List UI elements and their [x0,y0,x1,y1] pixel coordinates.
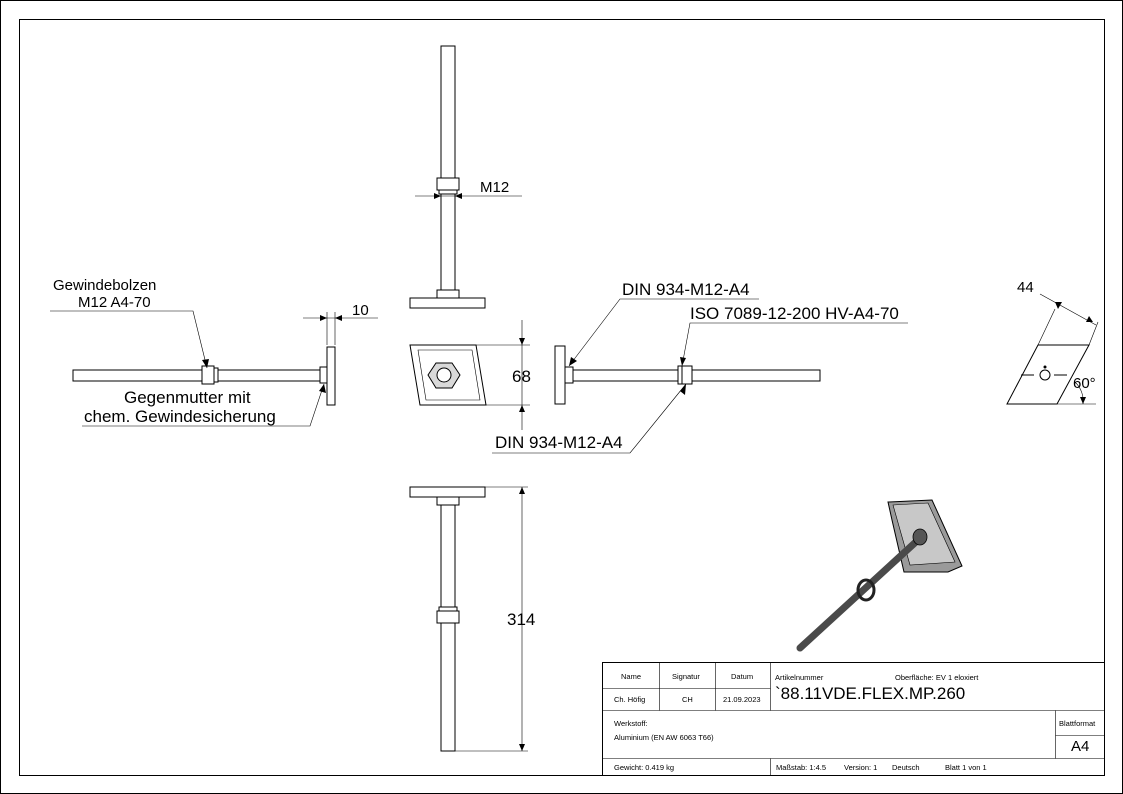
length-arrow-bottom [519,744,525,751]
right-view-plate [554,345,566,405]
left-view-nut [319,366,328,384]
left-view: 10 Gewindebolzen M12 A4-70 Gegenmutter m… [50,277,378,427]
iso-counter-nut [856,578,876,602]
right-view-washer [677,365,683,385]
tb-format: A4 [1071,738,1089,755]
m12-arrow-right [455,193,462,199]
angle-arrow [1080,397,1086,404]
fortyfour-ext-left [1037,308,1056,346]
tb-sign: CH [682,695,693,704]
top-view-plate [409,297,486,309]
tb-name: Ch. Höfig [614,695,645,704]
bottom-view-washer [438,606,458,612]
top-view-lower-nut [436,289,460,299]
fortyfour-arrow-right [1086,316,1093,322]
tb-head-date: Datum [731,672,753,681]
tb-material: Aluminium (EN AW 6063 T66) [614,733,714,742]
isometric-view [796,499,963,652]
sixtyeight-arrow-bottom [519,405,525,412]
iso-nut [912,528,928,546]
ten-arrow-left [320,315,327,321]
bottom-view-plate [409,486,486,498]
tb-scale: Maßstab: 1:4.5 [776,763,826,772]
title-block: Name Signatur Datum Ch. Höfig CH 21.09.2… [602,662,1105,776]
ten-arrow-right [335,315,342,321]
tb-artnr: `88.11VDE.FLEX.MP.260 [775,684,965,703]
counter-nut-label-line1: Gegenmutter mit [124,388,251,407]
detail-view: 44 60° [1006,279,1099,405]
right-view-bolt [572,369,821,382]
m12-arrow-left [434,193,441,199]
detail-hole [1039,369,1051,381]
fortyfour-ext-right [1088,321,1099,346]
tb-head-sign: Signatur [672,672,700,681]
tb-version: Version: 1 [844,763,877,772]
tb-weight: Gewicht: 0.419 kg [614,763,674,772]
iso-label: ISO 7089-12-200 HV-A4-70 [690,304,899,323]
top-view-washer [438,189,458,195]
ten-label: 10 [352,302,369,319]
left-view-bolt [72,369,324,382]
tb-material-label: Werkstoff: [614,719,647,728]
right-view-counter-nut [681,365,693,385]
tb-surface: Oberfläche: EV 1 eloxiert [895,673,979,682]
counter-nut-leader-arrow [319,384,326,393]
bottom-view-bolt [440,504,456,752]
tb-format-label: Blattformat [1059,719,1096,728]
tb-head-name: Name [621,672,641,681]
fortyfour-arrow-left [1055,302,1062,309]
detail-center-dot [1043,365,1047,369]
title-block-frame [602,662,1105,776]
center-view-bolt-hole [436,367,452,383]
nut-bottom-leader [492,383,687,454]
center-view: 68 [409,320,531,430]
nut-bottom-label: DIN 934-M12-A4 [495,433,623,452]
left-view-counter-nut [201,365,215,385]
inner-border [19,19,1105,776]
m12-label: M12 [480,179,509,196]
length-label: 314 [507,610,535,629]
tb-artnr-label: Artikelnummer [775,673,824,682]
bottom-view: 314 [409,486,535,752]
length-arrow-top [519,487,525,494]
bottom-view-nut [436,496,460,506]
tb-date: 21.09.2023 [723,695,761,704]
bolt-label-line2: M12 A4-70 [78,294,151,311]
right-view-nut [564,366,574,384]
left-view-washer [213,367,219,383]
nut-top-leader [568,298,759,367]
fortyfour-dimension-line [1039,293,1097,326]
counter-nut-leader [82,383,325,427]
top-view-bolt [440,45,456,297]
bottom-view-counter-nut [436,610,460,624]
angle-label: 60° [1073,375,1096,392]
tb-sheet: Blatt 1 von 1 [945,763,987,772]
counter-nut-label-line2: chem. Gewindesicherung [84,407,276,426]
bolt-leader [50,310,208,369]
bolt-leader-arrow [202,359,209,368]
center-view-plate-inner [417,349,481,401]
nut-top-leader-arrow [569,357,577,366]
bolt-label-line1: Gewindebolzen [53,277,156,294]
nut-bottom-leader-arrow [680,384,686,395]
sixtyeight-label: 68 [512,367,531,386]
sixtyeight-arrow-top [519,338,525,345]
fortyfour-label: 44 [1017,279,1034,296]
top-view: M12 [409,45,522,309]
tb-language: Deutsch [892,763,920,772]
nut-top-label: DIN 934-M12-A4 [622,280,750,299]
iso-leader [681,322,908,367]
iso-leader-arrow [680,357,686,366]
top-view-nut [436,177,460,191]
right-view: DIN 934-M12-A4 ISO 7089-12-200 HV-A4-70 … [492,280,908,454]
left-view-plate [326,346,336,406]
